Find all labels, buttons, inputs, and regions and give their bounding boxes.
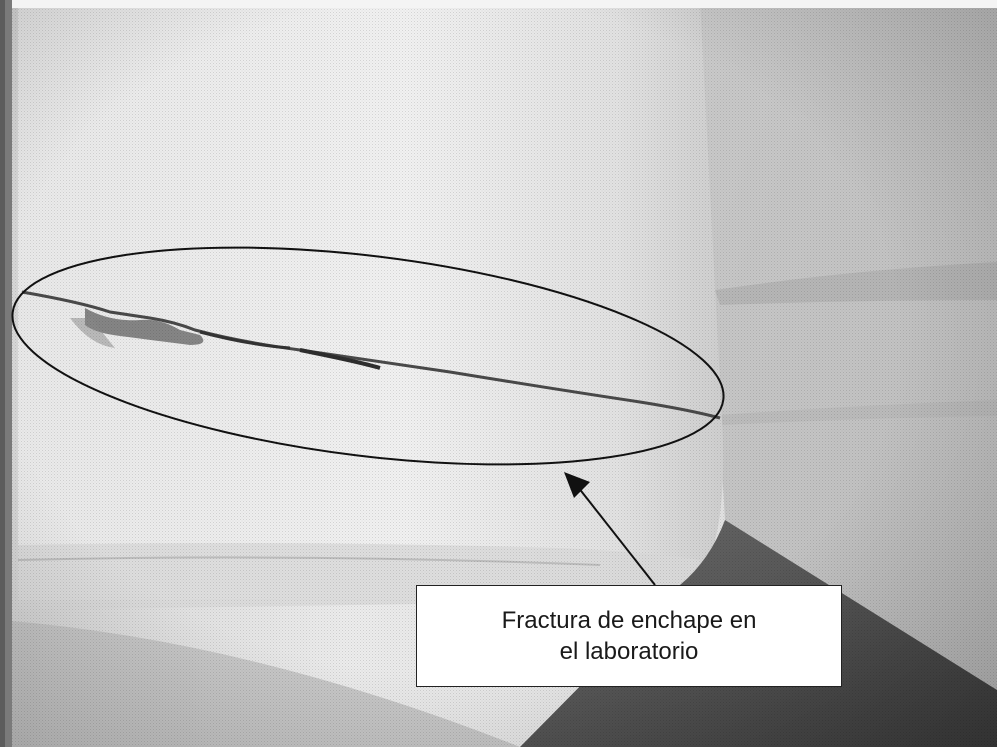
fracture-highlight-ellipse bbox=[11, 246, 725, 466]
callout-box: Fractura de enchape en el laboratorio bbox=[416, 585, 842, 687]
callout-line-2: el laboratorio bbox=[559, 638, 699, 665]
callout-line-1: Fractura de enchape en bbox=[501, 607, 757, 634]
callout-arrow-head bbox=[564, 472, 590, 498]
callout-arrow-line bbox=[577, 486, 656, 586]
